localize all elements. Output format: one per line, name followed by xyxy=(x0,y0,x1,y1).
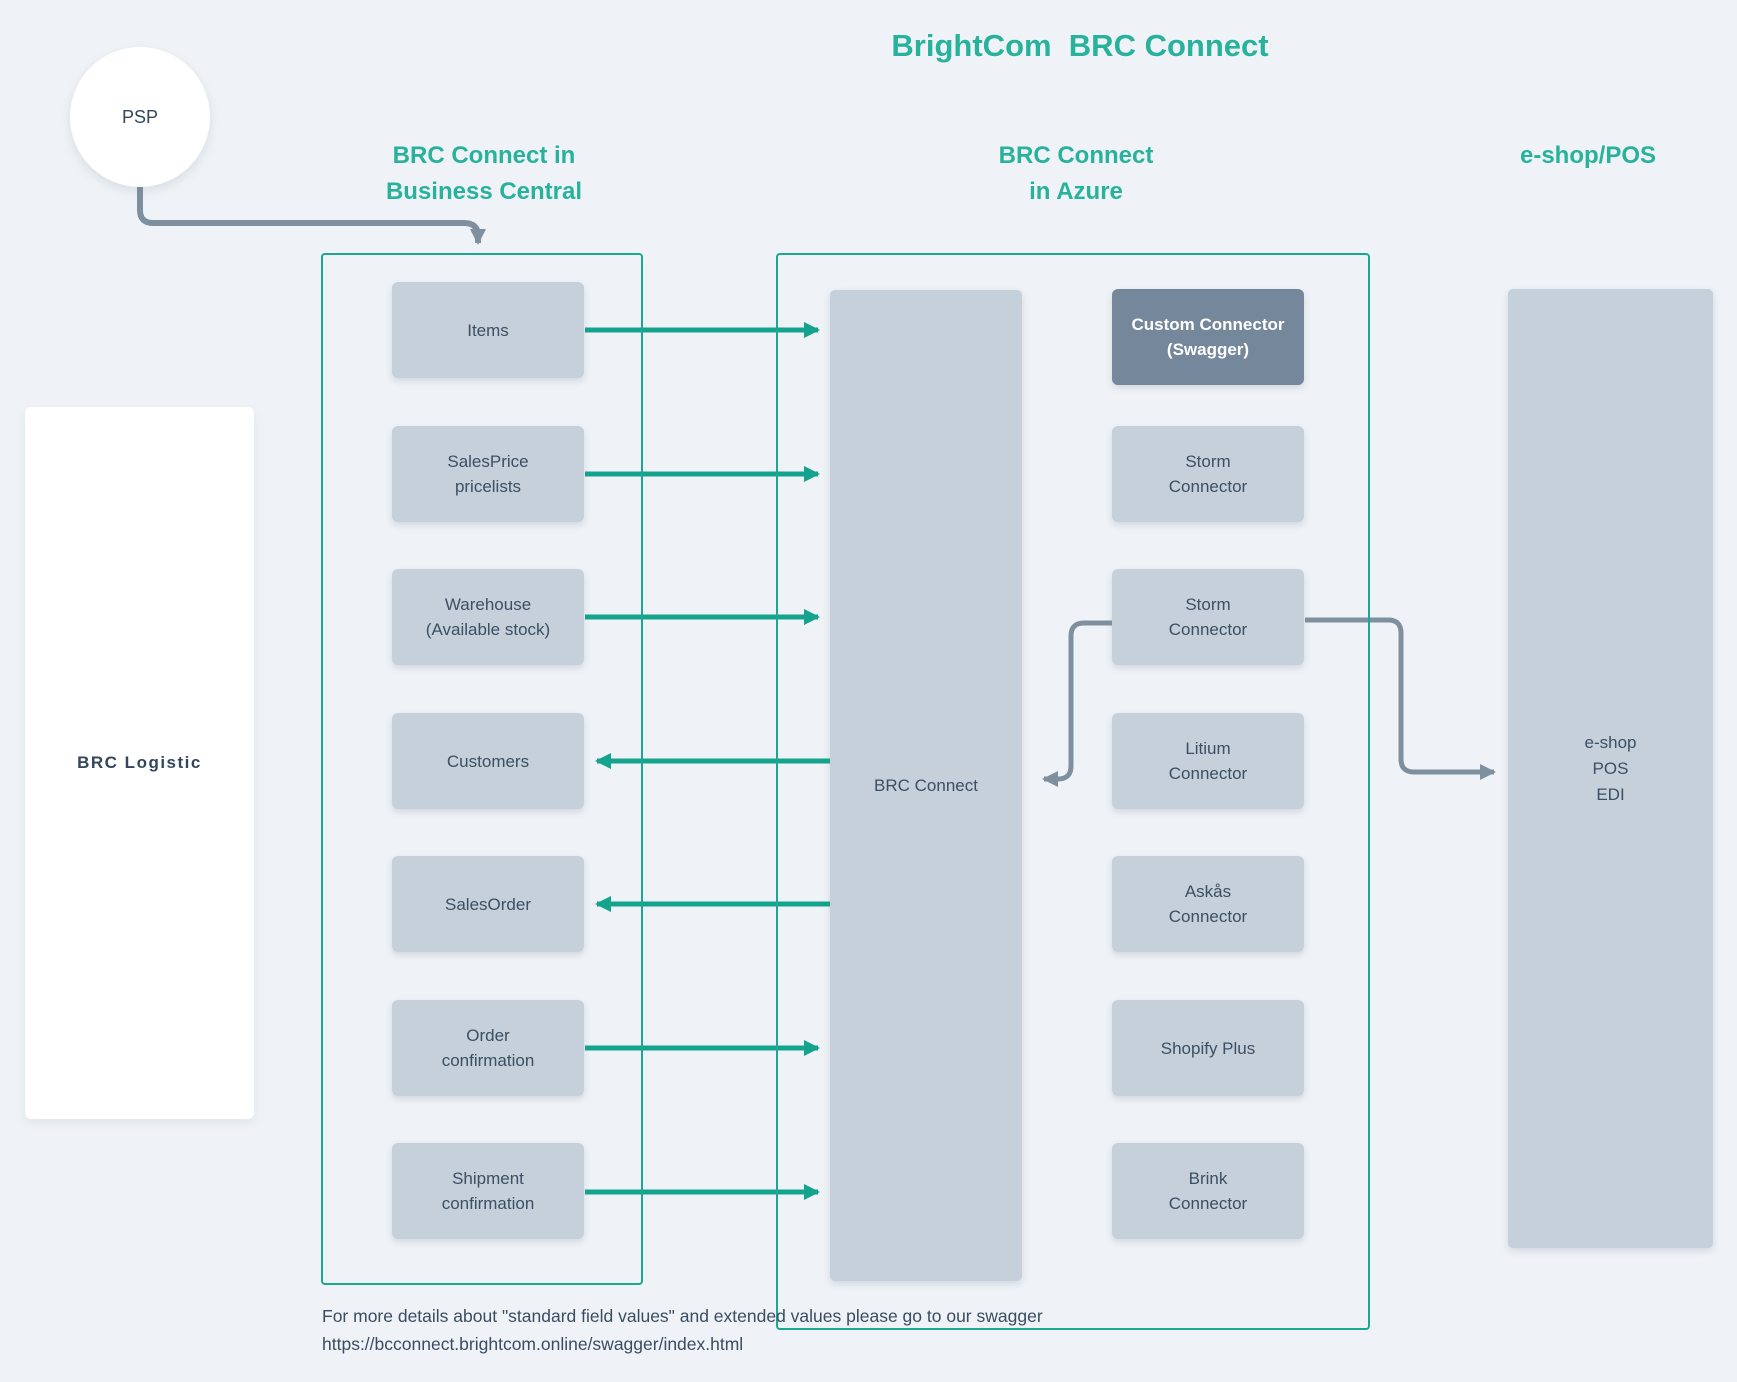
node-storm-connector-1-line1: Storm xyxy=(1185,452,1231,471)
node-brc-connect-hub: BRC Connect xyxy=(830,290,1022,1281)
node-litium-connector-line1: Litium xyxy=(1185,739,1231,758)
node-customers: Customers xyxy=(392,713,584,809)
psp-label: PSP xyxy=(121,106,159,127)
node-storm-connector-1-line2: Connector xyxy=(1168,477,1248,496)
heading-azure-line1: BRC Connect xyxy=(998,142,1154,169)
heading-eshop-line1: e-shop/POS xyxy=(1519,142,1657,169)
node-salesorder: SalesOrder xyxy=(392,856,584,952)
node-order-confirmation-line2: confirmation xyxy=(441,1051,535,1070)
footer-swagger-url: https://bcconnect.brightcom.online/swagg… xyxy=(322,1334,744,1354)
psp-node: PSP xyxy=(70,47,210,187)
node-warehouse-line2: (Available stock) xyxy=(425,620,551,639)
node-askas-connector-line2: Connector xyxy=(1168,907,1248,926)
node-askas-connector-line1: Askås xyxy=(1184,882,1232,901)
footer-note: For more details about "standard field v… xyxy=(322,1302,1422,1358)
node-storm-connector-2: Storm Connector xyxy=(1112,569,1304,665)
node-salesprice: SalesPrice pricelists xyxy=(392,426,584,522)
node-salesprice-line2: pricelists xyxy=(454,477,522,496)
node-custom-connector-line1: Custom Connector xyxy=(1131,315,1285,334)
node-items: Items xyxy=(392,282,584,378)
heading-business-central-line1: BRC Connect in xyxy=(392,142,576,169)
heading-azure: BRC Connect in Azure xyxy=(916,138,1236,210)
node-eshop-line3: EDI xyxy=(1596,784,1625,804)
node-eshop: e-shop POS EDI xyxy=(1508,289,1713,1248)
group-business-central xyxy=(321,253,643,1285)
node-items-line1: Items xyxy=(467,320,509,340)
node-custom-connector: Custom Connector (Swagger) xyxy=(1112,289,1304,385)
node-order-confirmation-line1: Order xyxy=(466,1026,510,1045)
node-salesorder-line1: SalesOrder xyxy=(445,894,531,914)
node-warehouse: Warehouse (Available stock) xyxy=(392,569,584,665)
node-storm-connector-2-line2: Connector xyxy=(1168,620,1248,639)
node-brink-connector-line2: Connector xyxy=(1168,1194,1248,1213)
node-shipment-confirmation-line2: confirmation xyxy=(441,1194,535,1213)
node-eshop-line2: POS xyxy=(1592,758,1629,778)
node-brink-connector: Brink Connector xyxy=(1112,1143,1304,1239)
node-shopify-plus-line1: Shopify Plus xyxy=(1160,1038,1256,1058)
footer-note-line1: For more details about "standard field v… xyxy=(322,1306,1043,1326)
node-order-confirmation: Order confirmation xyxy=(392,1000,584,1096)
node-askas-connector: Askås Connector xyxy=(1112,856,1304,952)
node-shopify-plus: Shopify Plus xyxy=(1112,1000,1304,1096)
node-customers-line1: Customers xyxy=(446,751,530,771)
node-brc-connect-hub-label: BRC Connect xyxy=(874,775,978,795)
node-litium-connector-line2: Connector xyxy=(1168,764,1248,783)
node-brink-connector-line1: Brink xyxy=(1188,1169,1228,1188)
brc-logistic-label: BRC Logistic xyxy=(77,753,202,772)
node-eshop-line1: e-shop xyxy=(1584,732,1637,752)
node-storm-connector-1: Storm Connector xyxy=(1112,426,1304,522)
node-warehouse-line1: Warehouse xyxy=(444,595,532,614)
brc-logistic-node: BRC Logistic xyxy=(25,407,254,1119)
heading-azure-line2: in Azure xyxy=(1029,178,1123,205)
node-shipment-confirmation: Shipment confirmation xyxy=(392,1143,584,1239)
node-shipment-confirmation-line1: Shipment xyxy=(452,1169,524,1188)
heading-eshop: e-shop/POS xyxy=(1428,138,1737,174)
heading-business-central: BRC Connect in Business Central xyxy=(324,138,644,210)
node-storm-connector-2-line1: Storm xyxy=(1185,595,1231,614)
group-azure xyxy=(776,253,1370,1330)
heading-business-central-line2: Business Central xyxy=(385,178,583,205)
node-litium-connector: Litium Connector xyxy=(1112,713,1304,809)
node-salesprice-line1: SalesPrice xyxy=(447,452,529,471)
page-title: BrightCom BRC Connect xyxy=(891,28,1269,63)
node-custom-connector-line2: (Swagger) xyxy=(1166,340,1250,359)
